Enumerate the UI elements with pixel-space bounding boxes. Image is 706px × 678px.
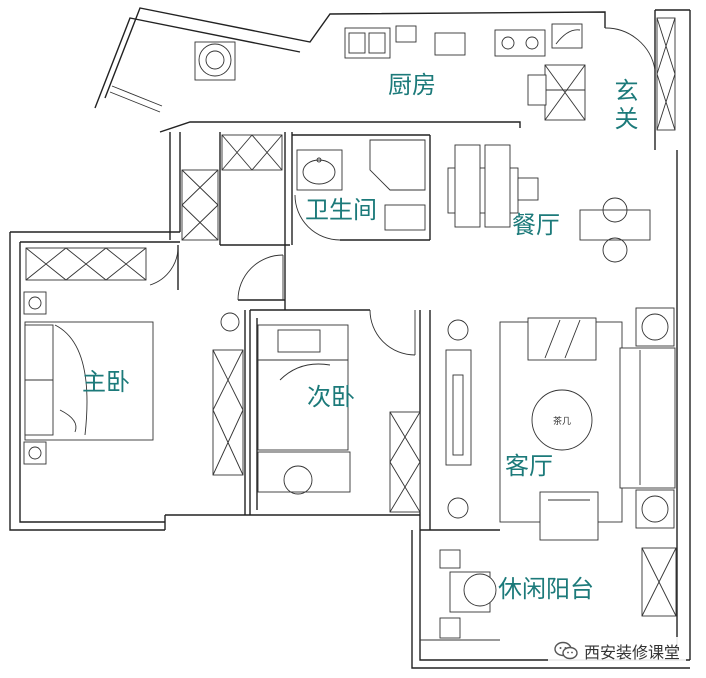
master-bed [23,291,240,465]
entrance-label: 玄关 [610,78,638,134]
coffee-table-label: 茶几 [553,417,572,427]
exterior-walls [9,7,691,669]
watermark-text: 西安装修课堂 [584,643,681,662]
balcony-furniture [420,549,500,641]
second-bed [257,324,351,495]
balcony-label: 休闲阳台 [498,575,594,603]
bathroom-fixtures [296,139,426,231]
wechat-icon [554,641,578,660]
kitchen-fixtures [109,23,586,121]
watermark: 西安装修课堂 [548,637,687,665]
storage-cabinets [25,17,677,617]
master-bedroom-label: 主卧 [82,368,130,396]
dining-label: 餐厅 [512,211,560,239]
second-bedroom-label: 次卧 [307,383,355,411]
bathroom-label: 卫生间 [305,196,377,224]
kitchen-label: 厨房 [388,71,436,99]
living-room-furniture [445,307,676,541]
living-room-label: 客厅 [505,452,553,480]
dining-set [447,144,651,263]
